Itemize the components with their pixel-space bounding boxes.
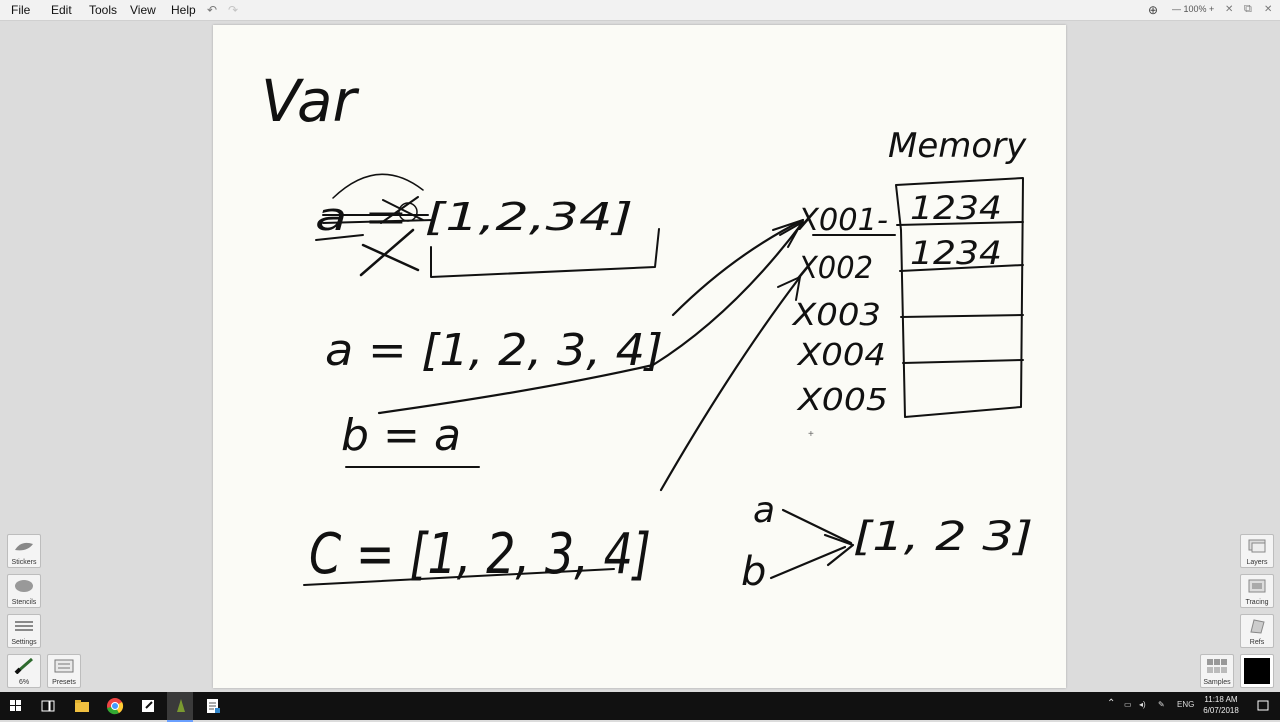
drawing-svg: Var Memory a = [1,2,34] a = [1, 2, 3, 4]… [261, 67, 1033, 595]
arrow-a-to-list [781, 508, 853, 545]
menu-file[interactable]: File [11, 3, 31, 17]
presets-label: Presets [52, 679, 76, 686]
memory-table [895, 177, 1024, 418]
stickers-button[interactable]: Stickers [7, 534, 41, 568]
menu-bar: File Edit Tools View Help ↶ ↷ ⊕ — 100% +… [0, 0, 1280, 21]
arrow-c-to-x002 [659, 275, 802, 492]
underline-old-a [315, 234, 364, 241]
address-x002: X002 [796, 251, 873, 286]
memory-row-line-2 [899, 264, 1024, 272]
brush-tool-button[interactable]: 6% [7, 654, 41, 688]
diagram-b: b [741, 549, 766, 595]
brush-size-label: 6% [18, 679, 30, 686]
task-view-icon[interactable] [38, 696, 58, 716]
cross-mark-1 [359, 228, 420, 277]
clock-time: 11:18 AM [1204, 695, 1238, 704]
sticky-app-icon[interactable] [138, 696, 158, 716]
taskbar: ⌃ ▭ ◂) ✎ ENG 11:18 AM 6/07/2018 [0, 692, 1280, 722]
stencils-button[interactable]: Stencils [7, 574, 41, 608]
memory-label: Memory [888, 126, 1027, 166]
undo-icon[interactable]: ↶ [207, 3, 218, 17]
drawing-canvas[interactable]: Var Memory a = [1,2,34] a = [1, 2, 3, 4]… [213, 25, 1066, 688]
address-x001: X001- [796, 203, 888, 238]
active-color-swatch [1244, 658, 1270, 684]
memory-row-line-3 [900, 314, 1024, 318]
arrow-b-to-x001 [377, 220, 805, 415]
arrow-a-to-x001 [671, 218, 805, 317]
presets-button[interactable]: Presets [47, 654, 81, 688]
refs-button[interactable]: Refs [1240, 614, 1274, 648]
samples-icon [1207, 659, 1227, 673]
tray-pen-icon[interactable]: ✎ [1158, 700, 1165, 709]
tray-chevron-icon[interactable]: ⌃ [1107, 698, 1116, 709]
tracing-label: Tracing [1245, 599, 1269, 606]
menu-view[interactable]: View [130, 3, 156, 17]
brush-icon [14, 658, 33, 674]
canvas-rotate-icon[interactable]: ⊕ [1148, 3, 1159, 17]
assignment-c: C = [1, 2, 3, 4] [309, 522, 651, 587]
layers-icon [1248, 539, 1266, 553]
notepad-icon[interactable] [203, 696, 223, 716]
tray-network-icon[interactable]: ▭ [1124, 700, 1132, 709]
close-icon[interactable]: ✕ [1264, 4, 1273, 15]
restore-icon[interactable]: ⧉ [1244, 3, 1252, 15]
presets-icon [54, 659, 74, 673]
underline-c [303, 568, 615, 586]
stickers-label: Stickers [11, 559, 37, 566]
stencils-icon [15, 580, 33, 592]
zoom-control[interactable]: — 100% + [1172, 4, 1215, 14]
address-x005: X005 [796, 383, 888, 418]
diagram-list: [1, 2 3] [853, 514, 1033, 560]
tray-language[interactable]: ENG [1177, 700, 1195, 709]
old-assignment: a = [1,2,34] [315, 195, 633, 239]
address-x004: X004 [796, 338, 886, 373]
arrow-b-to-list [769, 545, 847, 580]
samples-label: Samples [1203, 679, 1231, 686]
notification-center-icon[interactable] [1253, 696, 1273, 716]
stickers-icon [15, 542, 33, 551]
assignment-b: b = a [341, 410, 461, 461]
layers-button[interactable]: Layers [1240, 534, 1274, 568]
arrowhead-x002 [777, 276, 801, 301]
page-title: Var [261, 67, 360, 135]
strike-squiggle [332, 173, 424, 199]
tracing-icon [1248, 579, 1266, 593]
refs-label: Refs [1249, 639, 1265, 646]
memory-cell-1: 1234 [910, 189, 1002, 227]
chrome-icon[interactable] [105, 696, 125, 716]
artrage-icon[interactable] [171, 696, 191, 716]
memory-row-line-1 [896, 221, 1024, 226]
settings-label: Settings [11, 639, 37, 646]
windows-start-icon[interactable] [6, 696, 26, 716]
menu-edit[interactable]: Edit [51, 3, 72, 17]
strike-line [322, 214, 434, 224]
taskbar-clock[interactable]: 11:18 AM 6/07/2018 [1198, 694, 1244, 716]
assignment-a: a = [1, 2, 3, 4] [325, 325, 663, 376]
layers-label: Layers [1246, 559, 1268, 566]
refs-icon [1250, 619, 1265, 634]
cursor-crosshair: + [808, 429, 814, 440]
redo-icon[interactable]: ↷ [228, 3, 239, 17]
pin-icon[interactable]: ✕ [1225, 4, 1234, 15]
memory-row-line-4 [902, 359, 1024, 364]
stencils-label: Stencils [11, 599, 37, 606]
empty-bracket [430, 228, 660, 278]
menu-tools[interactable]: Tools [89, 3, 118, 17]
settings-button[interactable]: Settings [7, 614, 41, 648]
settings-icon [15, 621, 33, 631]
menu-help[interactable]: Help [171, 3, 196, 17]
tray-volume-icon[interactable]: ◂) [1139, 700, 1146, 709]
address-x003: X003 [791, 298, 881, 333]
tracing-button[interactable]: Tracing [1240, 574, 1274, 608]
samples-button[interactable]: Samples [1200, 654, 1234, 688]
clock-date: 6/07/2018 [1203, 706, 1239, 715]
memory-cell-2: 1234 [910, 234, 1002, 272]
diagram-a: a [753, 490, 775, 531]
color-swatch-button[interactable] [1240, 654, 1274, 688]
arrowhead-list [823, 533, 855, 567]
arrowhead-x001 [772, 219, 804, 248]
file-explorer-icon[interactable] [72, 696, 92, 716]
scribble-circle [398, 202, 418, 222]
